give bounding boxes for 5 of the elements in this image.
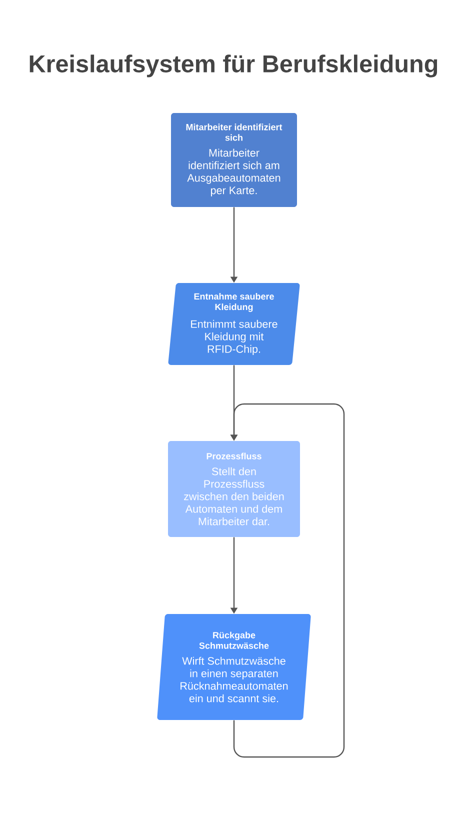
process-box: Prozessfluss Stellt den Prozessfluss zwischen den beiden Automaten und dem Mitarbeiter dar. (168, 441, 300, 537)
title: Kreislaufsystem für Berufskleidung (30, 54, 438, 78)
process-box: Mitarbeiter identifiziert sich Mitarbeiter identifiziert sich am Ausgabeautomaten per Karte. (171, 113, 297, 207)
parallelogram-box: Rückgabe Schmutzwäsche Wirft Schmutzwäsche in einen separaten Rücknahmeautomaten ein und scannt sie. (157, 614, 311, 720)
parallelogram-box: Entnahme saubere Kleidung Entnimmt saubere Kleidung mit RFID-Chip. (168, 283, 300, 365)
